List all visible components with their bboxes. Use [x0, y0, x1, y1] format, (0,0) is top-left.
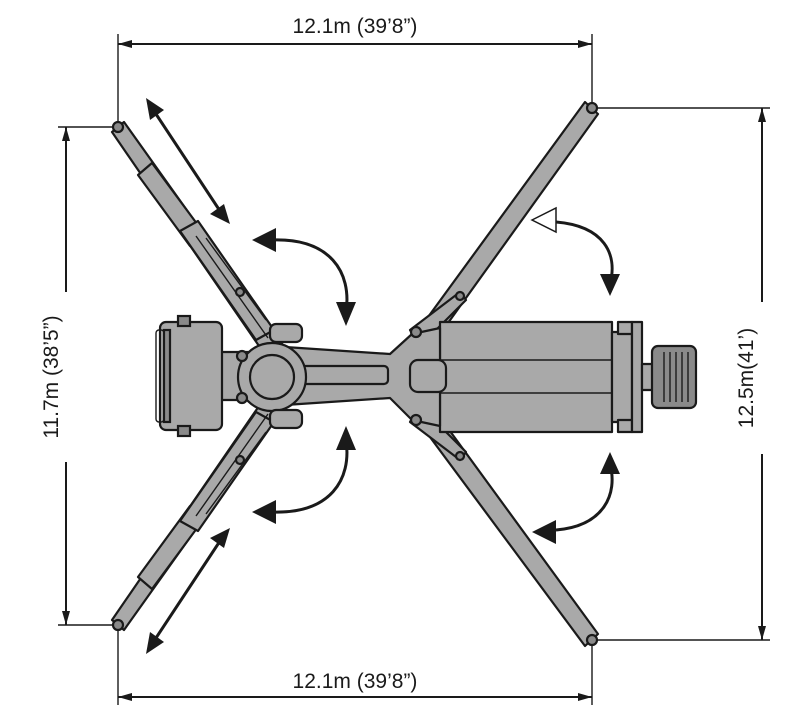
outrigger-front-left — [110, 120, 292, 364]
outrigger-rear-left — [110, 388, 292, 632]
dimension-top-label: 12.1m (39’8”) — [293, 15, 418, 38]
dimension-left-label: 11.7m (38’5”) — [40, 315, 63, 438]
chassis — [155, 314, 698, 438]
dimension-left: 11.7m (38’5”) — [40, 126, 116, 626]
dimension-bottom-label: 12.1m (39’8”) — [293, 670, 418, 693]
winch-grille — [663, 352, 689, 402]
dimension-right-label: 12.5m(41’) — [735, 328, 758, 428]
dimension-top: 12.1m (39’8”) — [117, 12, 593, 125]
swing-arrow-rear-right — [532, 452, 620, 544]
swing-arrow-front-right — [530, 206, 620, 296]
dimension-right: 12.5m(41’) — [596, 107, 784, 641]
telescoping-arrow-front-left — [146, 98, 230, 224]
dimension-bottom: 12.1m (39’8”) — [117, 627, 593, 705]
swing-arrow-front-left — [252, 228, 356, 326]
swing-arrow-rear-left — [252, 426, 356, 524]
telescoping-arrow-rear-left — [146, 528, 230, 654]
